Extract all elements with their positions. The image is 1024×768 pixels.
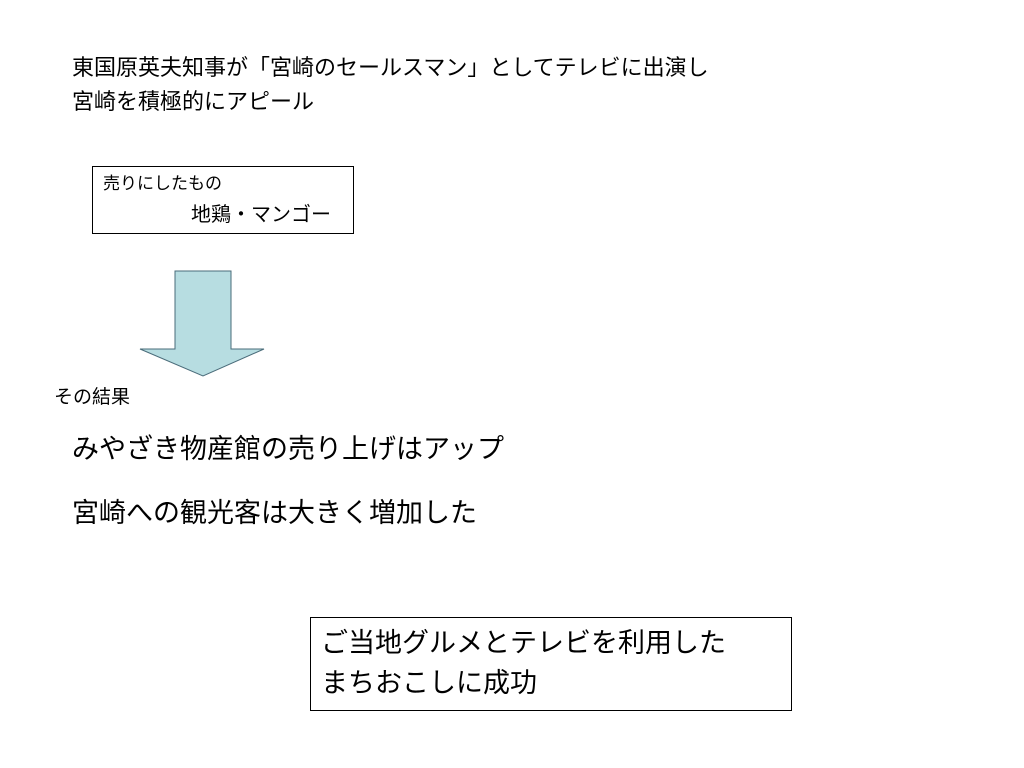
conclusion-line-2: まちおこしに成功 <box>321 668 537 699</box>
outcome-tourism: 宮崎への観光客は大きく増加した <box>72 498 477 529</box>
conclusion-line-1: ご当地グルメとテレビを利用した <box>321 628 726 659</box>
intro-text: 東国原英夫知事が「宮崎のセールスマン」としてテレビに出演し 宮崎を積極的にアピー… <box>72 52 709 120</box>
result-label: その結果 <box>54 386 131 408</box>
products-box: 売りにしたもの 地鶏・マンゴー <box>92 166 354 234</box>
intro-line-2: 宮崎を積極的にアピール <box>72 90 315 115</box>
conclusion-box: ご当地グルメとテレビを利用した まちおこしに成功 <box>310 617 792 711</box>
down-arrow-shape <box>139 270 265 377</box>
down-arrow-icon <box>139 270 265 377</box>
outcome-sales: みやざき物産館の売り上げはアップ <box>72 434 504 465</box>
products-heading: 売りにしたもの <box>103 174 222 194</box>
products-items: 地鶏・マンゴー <box>191 202 331 226</box>
intro-line-1: 東国原英夫知事が「宮崎のセールスマン」としてテレビに出演し <box>72 56 709 81</box>
